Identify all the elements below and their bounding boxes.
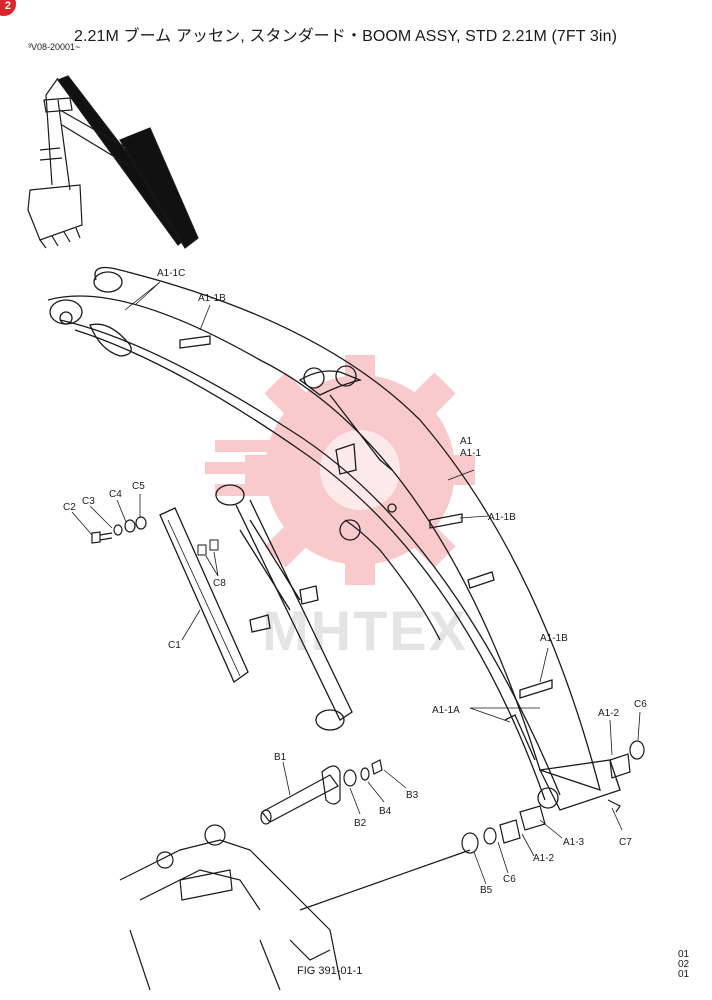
label-c1: C1	[168, 640, 181, 651]
label-b4: B4	[379, 806, 392, 817]
label-a1-1b-mid: A1-1B	[488, 512, 516, 523]
label-c7: C7	[619, 837, 632, 848]
label-a1-1a: A1-1A	[432, 705, 460, 716]
label-a1-1: A1-1	[460, 448, 482, 459]
label-a1-1c: A1-1C	[157, 268, 185, 279]
label-c8: C8	[213, 578, 226, 589]
label-c6-bottom: C6	[503, 874, 516, 885]
page-title: 2.21M ブーム アッセン, スタンダード・BOOM ASSY, STD 2.…	[74, 28, 618, 45]
label-c5: C5	[132, 481, 145, 492]
figure-number: FIG 391-01-1	[297, 965, 363, 977]
label-b1: B1	[274, 752, 287, 763]
label-c6-right: C6	[634, 699, 647, 710]
label-a1-2-right: A1-2	[598, 708, 620, 719]
pin-b1-group	[260, 759, 383, 825]
serial-number: ³V08-20001~	[28, 42, 81, 52]
boom-assembly	[47, 266, 621, 811]
label-c3: C3	[82, 496, 95, 507]
page-line-3: 01	[678, 969, 690, 980]
label-a1-1b-top: A1-1B	[198, 293, 226, 304]
cover-plate-c1	[159, 507, 249, 683]
label-b5: B5	[480, 885, 493, 896]
leader-lines	[71, 281, 641, 885]
corner-badge: 2	[0, 0, 16, 16]
watermark-text: MHTEX	[262, 599, 468, 662]
machine-inset-illustration	[27, 75, 199, 249]
label-b2: B2	[354, 818, 367, 829]
label-a1-3: A1-3	[563, 837, 585, 848]
label-c4: C4	[109, 489, 122, 500]
page-line-1: 01	[678, 949, 690, 960]
boom-cylinder	[215, 484, 353, 731]
label-c2: C2	[63, 502, 76, 513]
page-number-block: 01 02 01	[678, 950, 689, 980]
label-b3: B3	[406, 790, 419, 801]
bolt-group-c	[91, 516, 147, 544]
pad-c8-b	[209, 539, 219, 551]
page-line-2: 02	[678, 959, 690, 970]
label-a1-1b-low: A1-1B	[540, 633, 568, 644]
label-a1-2-bottom: A1-2	[533, 853, 555, 864]
base-frame	[119, 824, 471, 991]
label-a1: A1	[460, 436, 473, 447]
pad-c8-a	[197, 544, 207, 556]
